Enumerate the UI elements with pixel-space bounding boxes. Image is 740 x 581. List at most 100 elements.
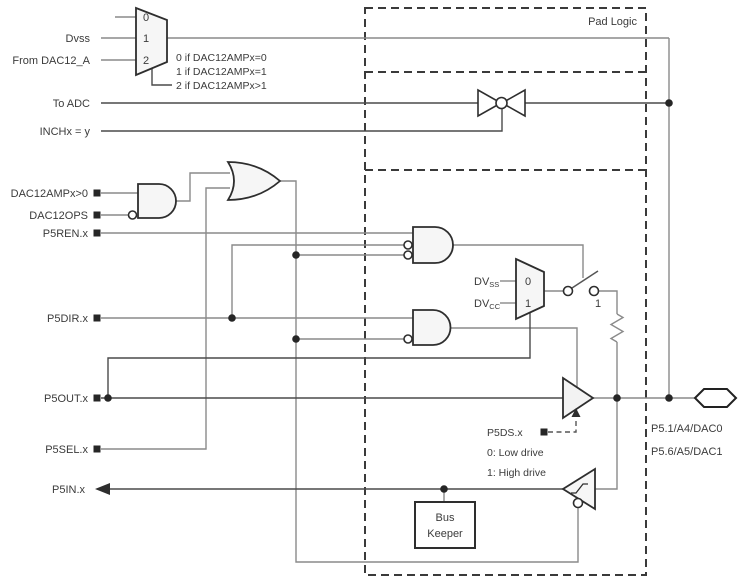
p5in-label: P5IN.x [52, 484, 86, 496]
ren-gate-bubble-1 [403, 240, 413, 250]
ren-gate-bubble-2 [403, 250, 413, 260]
and-input-bubble [127, 210, 138, 220]
mux-in0-label: 0 [143, 12, 149, 24]
ren-gate-body [412, 226, 454, 264]
drive-strength-notes: P5DS.x 0: Low drive 1: High drive [487, 427, 546, 479]
p5ren-terminal [93, 229, 101, 237]
p5ds-arrowhead [571, 408, 581, 417]
ren-enable-wire [453, 244, 584, 278]
register-terminals [93, 189, 548, 495]
dir-gate-body [412, 309, 452, 346]
p5sel-label: P5SEL.x [45, 444, 88, 456]
left-signal-labels: Dvss From DAC12_A To ADC INCHx = y DAC12… [11, 33, 91, 496]
and-to-or-wire [176, 172, 230, 202]
mux-body [135, 6, 168, 77]
function-or-gate [226, 161, 282, 201]
p5ds-control-wire [548, 419, 577, 433]
junction-pad-resistor [613, 394, 621, 402]
junction-or-trunk-2 [292, 335, 300, 343]
drive-note-1: 1: High drive [487, 467, 546, 479]
schmitt-enable-bubble [572, 497, 584, 509]
junction-p5out [104, 394, 112, 402]
ren-switch [562, 270, 600, 297]
pull-mux-in1-label: 1 [525, 298, 531, 310]
to-adc-label: To ADC [53, 98, 90, 110]
mux-in2-label: 2 [143, 55, 149, 67]
schmitt-input-buffer [561, 467, 596, 511]
mux-in1-label: 1 [143, 33, 149, 45]
or-gate-body [226, 161, 282, 201]
dac12amp-label: DAC12AMPx>0 [11, 188, 88, 200]
driver-triangle [562, 376, 595, 420]
ren-and-gate [403, 226, 454, 264]
dac-source-mux: 0 1 2 [135, 6, 168, 77]
junction-adc-tap [665, 99, 673, 107]
pull-mux-body [515, 257, 545, 321]
pin-name-1: P5.1/A4/DAC0 [651, 423, 723, 435]
wires [101, 16, 695, 563]
driver-enable-wire [450, 327, 578, 387]
pull-mux: 0 1 [515, 257, 545, 321]
mux-select-wire [151, 69, 172, 86]
mux-note-0: 0 if DAC12AMPx=0 [176, 52, 267, 64]
function-select-trunk-wire [280, 180, 579, 563]
dvss-label: Dvss [66, 33, 91, 45]
p5ds-terminal [540, 428, 548, 436]
bus-keeper-line2: Keeper [427, 528, 463, 540]
adc-transmission-gate [477, 88, 526, 118]
pad-logic-outer-box [364, 7, 647, 576]
resistor-top-wire [598, 290, 618, 314]
drive-note-0: 0: Low drive [487, 447, 544, 459]
junction-pad [665, 394, 673, 402]
and-gate-body [137, 183, 177, 219]
inchx-wire [101, 108, 503, 132]
junction-bus-keeper [440, 485, 448, 493]
switch-contact-left [562, 285, 574, 297]
dvss-pull-label: DVSS [474, 276, 499, 289]
mux-note-2: 2 if DAC12AMPx>1 [176, 80, 267, 92]
pin-pad-hexagon [693, 388, 738, 408]
dac12amp-terminal [93, 189, 101, 197]
dvcc-pull-label: DVCC [474, 298, 501, 311]
dir-and-gate [403, 309, 452, 346]
p5sel-terminal [93, 445, 101, 453]
p5in-arrow [95, 483, 110, 495]
switch-closed-label: 1 [595, 298, 601, 310]
p5out-label: P5OUT.x [44, 393, 89, 405]
pull-mux-in0-label: 0 [525, 276, 531, 288]
p5out-select-branch-wire [107, 313, 531, 398]
tgate-control-bubble [495, 96, 508, 110]
p5ds-label: P5DS.x [487, 427, 523, 439]
pin-name-2: P5.6/A5/DAC1 [651, 446, 723, 458]
p5dir-label: P5DIR.x [47, 313, 88, 325]
switch-contact-right [588, 285, 600, 297]
dir-gate-bubble [403, 334, 413, 344]
tgate-left-triangle [477, 88, 503, 118]
p5out-terminal [93, 394, 101, 402]
schmitt-input-wire [595, 398, 618, 490]
bus-keeper-line1: Bus [436, 512, 455, 524]
p5ren-label: P5REN.x [43, 228, 89, 240]
resistor-zigzag [609, 313, 625, 343]
dac12ops-terminal [93, 211, 101, 219]
junction-dots [104, 99, 673, 493]
dac12ops-label: DAC12OPS [29, 210, 88, 222]
pad-logic-title: Pad Logic [588, 16, 637, 28]
mux-select-notes: 0 if DAC12AMPx=0 1 if DAC12AMPx=1 2 if D… [176, 52, 267, 92]
output-driver-buffer [562, 376, 595, 420]
switch-lever [571, 270, 599, 289]
bus-keeper: Bus Keeper [414, 501, 476, 549]
pad-logic-boundary [364, 7, 647, 576]
junction-or-trunk-1 [292, 251, 300, 259]
mux-note-1: 1 if DAC12AMPx=1 [176, 66, 267, 78]
bus-keeper-box [414, 501, 476, 549]
hysteresis-icon [571, 483, 588, 494]
dac-and-gate [127, 183, 177, 220]
from-dac-label: From DAC12_A [12, 55, 90, 67]
pull-mux-labels: DVSS DVCC [474, 276, 501, 311]
junction-p5dir [228, 314, 236, 322]
p5dir-terminal [93, 314, 101, 322]
pin-name-labels: P5.1/A4/DAC0 P5.6/A5/DAC1 [651, 423, 723, 458]
